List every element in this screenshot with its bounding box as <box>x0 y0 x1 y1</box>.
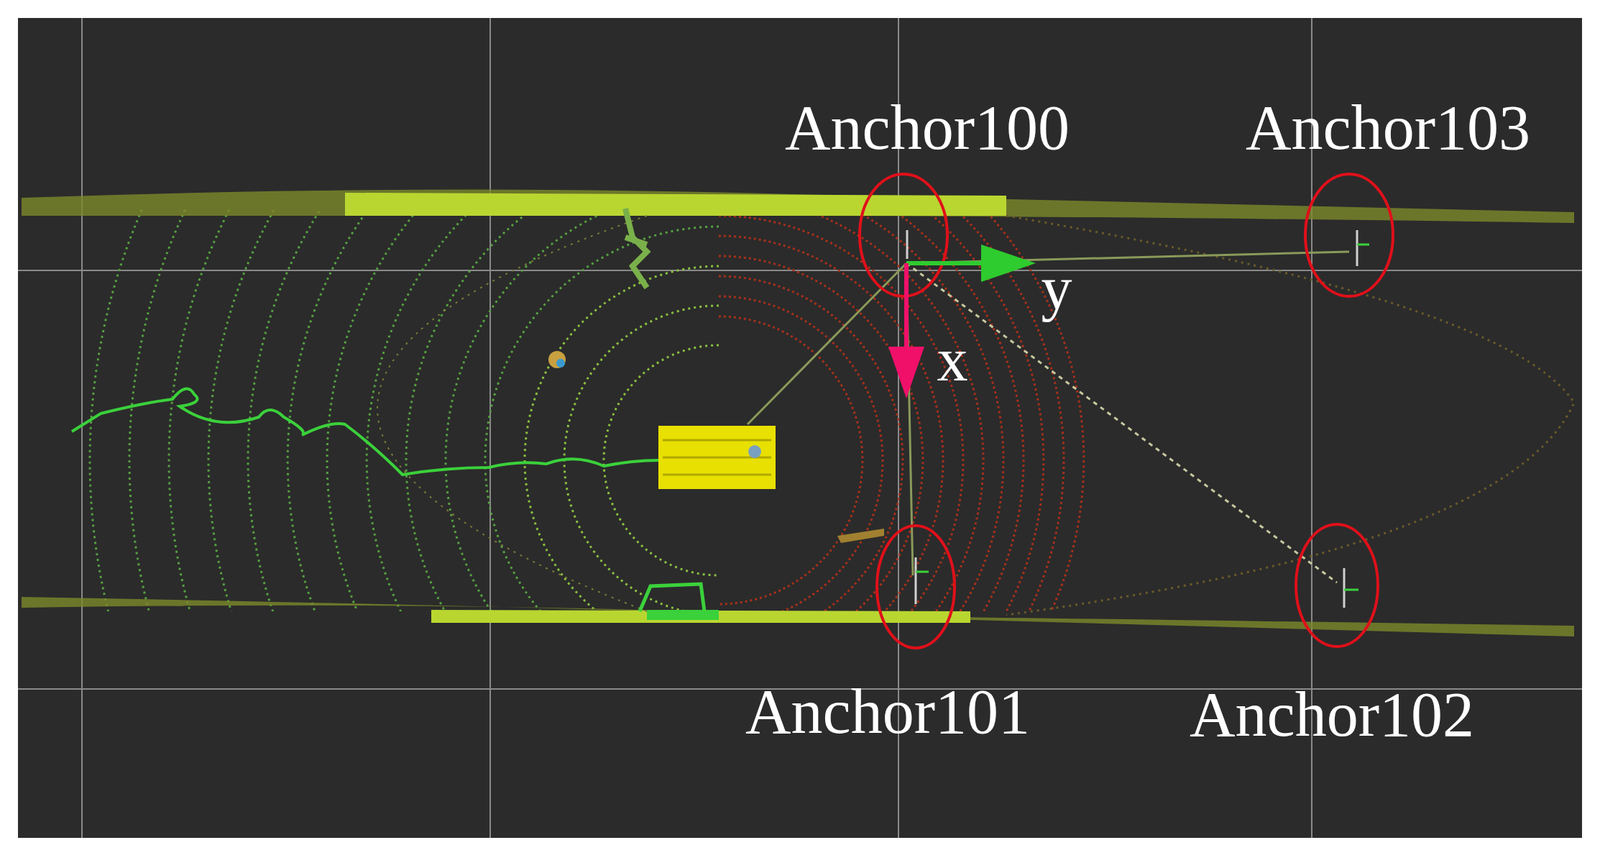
scan-ring <box>366 208 719 611</box>
trajectory <box>71 388 659 475</box>
axes <box>888 244 1036 399</box>
robot <box>658 425 776 489</box>
tunnel-walls <box>21 189 1575 637</box>
scan-ring <box>718 208 1044 611</box>
scan-ring <box>718 208 1084 611</box>
scan-ring <box>168 208 719 611</box>
scan-ring <box>406 208 719 611</box>
scan-ring <box>485 226 719 611</box>
scan-rings <box>89 208 1084 611</box>
anchor-circles <box>859 173 1393 648</box>
anchor-label: Anchor101 <box>745 679 1031 744</box>
anchor-label: Anchor102 <box>1189 682 1475 747</box>
objects <box>548 208 885 611</box>
scan-ring <box>718 235 944 611</box>
axis-label: y <box>1041 256 1073 319</box>
range-lines <box>747 251 1350 583</box>
scan-ring <box>247 208 719 611</box>
scan-ring <box>445 208 719 611</box>
anchor-label: Anchor103 <box>1245 96 1531 160</box>
scan-ring <box>718 208 1004 611</box>
scan-ring <box>208 208 719 611</box>
scan-ring <box>718 208 1064 611</box>
scan-ring <box>718 208 984 611</box>
axis-label: x <box>937 328 969 391</box>
scan-ring <box>718 215 964 611</box>
scan-ring <box>327 208 719 611</box>
anchor-label: Anchor100 <box>784 96 1070 160</box>
scan-ring <box>129 208 719 611</box>
grid <box>17 17 1583 838</box>
viewport-ground <box>17 17 1583 838</box>
scan-ring <box>287 208 719 611</box>
anchor-markers <box>907 230 1370 608</box>
scan-ring <box>718 208 1024 611</box>
